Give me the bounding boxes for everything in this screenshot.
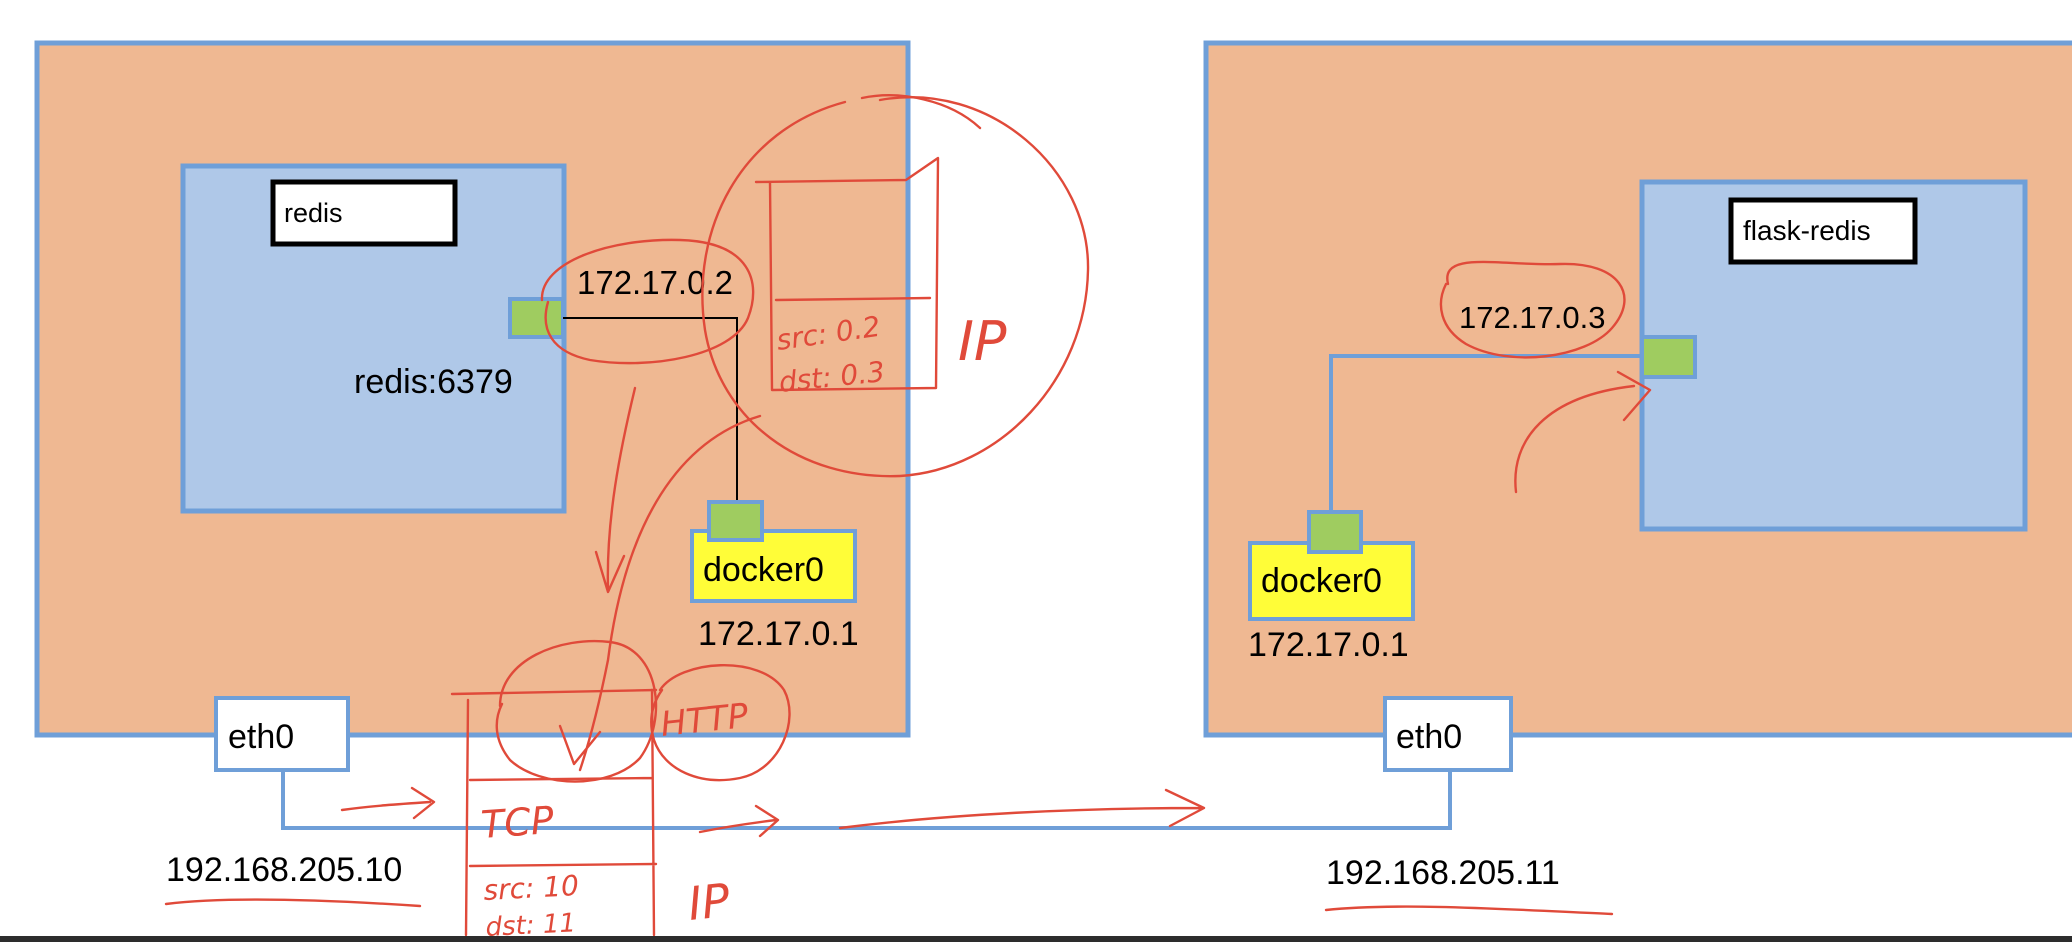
redis-name-box <box>270 179 458 247</box>
docker0-label-host-1: docker0 <box>703 551 824 589</box>
redis-container-name: redis <box>284 198 343 228</box>
circle-around-tcp <box>495 639 658 783</box>
redis-veth-port <box>508 297 565 339</box>
eth0-label-host-2: eth0 <box>1396 718 1462 756</box>
docker0-label-host-2: docker0 <box>1261 562 1382 600</box>
flow-arrow-2 <box>698 804 780 838</box>
tcp-text: TCP <box>480 798 556 847</box>
flask-name-box <box>1728 197 1918 265</box>
flow-arrow-1 <box>340 786 436 820</box>
big-circle-packet <box>701 96 1090 478</box>
eth0-label-host-1: eth0 <box>228 718 294 756</box>
eth0-ip-host-2: 192.168.205.11 <box>1326 854 1560 892</box>
outer-packet-frame <box>450 688 658 937</box>
packet-ip-text: IP <box>958 310 1007 373</box>
docker0-port-host-1 <box>707 500 764 542</box>
docker0-host-2 <box>1248 541 1415 621</box>
redis-service-port: redis:6379 <box>354 363 513 401</box>
host-2: flask-redis 172.17.0.3 docker0 172.17.0.… <box>1203 40 2072 892</box>
flask-container-name: flask-redis <box>1743 215 1871 246</box>
flask-veth-port <box>1640 335 1697 379</box>
outer-src-text: src: 10 <box>483 869 580 907</box>
outer-ip-text: IP <box>686 873 733 931</box>
flask-container-ip: 172.17.0.3 <box>1459 300 1606 335</box>
packet-sketch <box>754 156 940 392</box>
docker0-port-host-2 <box>1307 510 1363 554</box>
physical-network-link <box>281 770 1452 830</box>
bottom-bar <box>0 936 2072 942</box>
docker0-host-1 <box>690 529 857 603</box>
http-text: HTTP <box>659 696 751 745</box>
arrow-down-curve <box>558 414 762 772</box>
underline-host-2-ip <box>1324 905 1614 916</box>
redis-container-ip: 172.17.0.2 <box>577 264 733 301</box>
circle-around-redis-ip <box>540 238 755 365</box>
flow-arrow-3 <box>838 788 1206 830</box>
underline-host-1-ip <box>164 898 422 908</box>
circle-around-flask-ip <box>1439 260 1626 359</box>
flask-container-box <box>1639 179 2028 532</box>
eth0-host-1 <box>214 696 350 772</box>
arrow-down-left <box>594 386 637 594</box>
docker0-ip-host-2: 172.17.0.1 <box>1248 626 1409 664</box>
handwritten-annotations: src: 0.2 dst: 0.3 IP HTTP TCP src: 10 ds… <box>164 94 1652 942</box>
docker0-ip-host-1: 172.17.0.1 <box>698 615 859 653</box>
eth0-ip-host-1: 192.168.205.10 <box>166 851 402 889</box>
host-1: redis redis:6379 172.17.0.2 docker0 172.… <box>34 40 911 889</box>
veth-link-host-1 <box>563 317 738 504</box>
arrow-into-flask <box>1514 370 1652 494</box>
big-circle-tail <box>860 94 982 130</box>
